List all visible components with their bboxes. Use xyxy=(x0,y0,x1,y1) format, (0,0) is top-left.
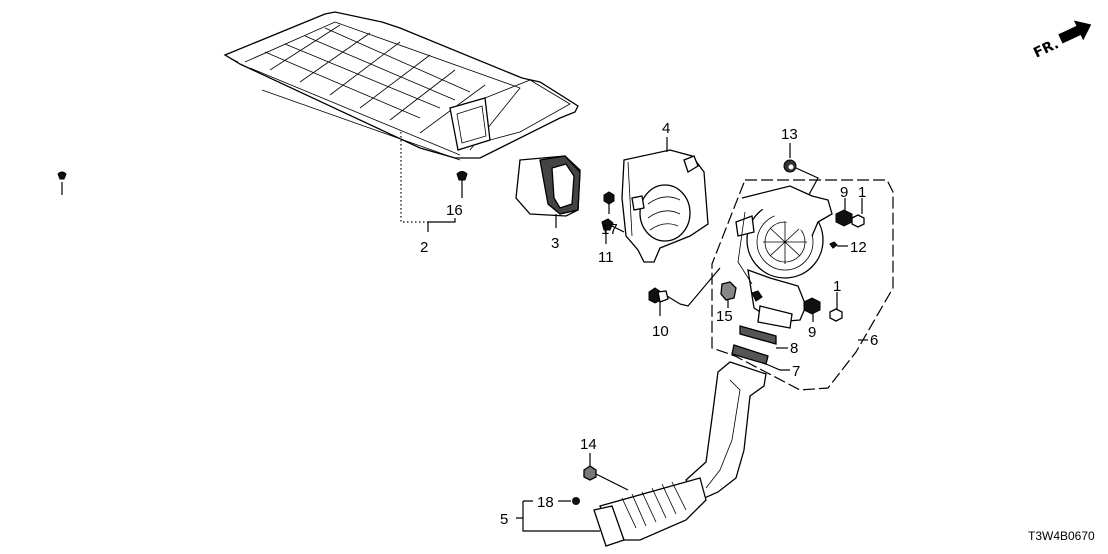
callout-2-bracket xyxy=(400,132,456,232)
part-3-filter[interactable] xyxy=(515,155,581,228)
label-part-17: 17 xyxy=(601,221,618,238)
label-part-4: 4 xyxy=(662,120,670,137)
part-5-duct[interactable] xyxy=(593,361,767,547)
part-11-bolt[interactable] xyxy=(601,218,625,244)
label-part-18: 18 xyxy=(537,494,554,511)
part-10-bolt[interactable] xyxy=(648,267,721,316)
label-part-14: 14 xyxy=(580,436,597,453)
part-14-screw[interactable] xyxy=(583,453,629,491)
label-part-11: 11 xyxy=(598,249,614,266)
part-6-blower-assembly[interactable] xyxy=(735,185,833,329)
part-4-housing-cover[interactable] xyxy=(621,137,709,263)
part-1-screw-upper[interactable] xyxy=(851,198,865,228)
front-arrow-icon xyxy=(1058,20,1092,44)
label-part-15: 15 xyxy=(716,308,733,325)
label-part-5: 5 xyxy=(500,511,508,528)
label-part-13: 13 xyxy=(781,126,798,143)
part-17-nut[interactable] xyxy=(603,191,615,214)
part-16-clip-actual[interactable] xyxy=(456,171,468,199)
part-9-cushion-lower[interactable] xyxy=(803,297,821,322)
label-part-9-lower: 9 xyxy=(808,324,816,341)
callout-labels: 2 16 3 17 11 4 10 13 9 1 12 1 9 15 8 7 6… xyxy=(420,120,878,528)
label-part-9-upper: 9 xyxy=(840,184,848,201)
part-7-seal[interactable] xyxy=(731,344,790,371)
front-direction-indicator: FR. xyxy=(1031,20,1092,62)
part-9-cushion-upper[interactable] xyxy=(835,198,853,227)
front-label: FR. xyxy=(1031,36,1061,61)
part-2-tray[interactable] xyxy=(223,11,579,161)
label-part-2: 2 xyxy=(420,239,428,256)
label-part-1-lower: 1 xyxy=(833,278,841,295)
label-part-1-upper: 1 xyxy=(858,184,866,201)
part-13-grommet[interactable] xyxy=(783,143,819,203)
label-part-8: 8 xyxy=(790,340,798,357)
label-part-16: 16 xyxy=(446,202,463,219)
callout-6-bracket xyxy=(711,179,894,391)
label-part-7: 7 xyxy=(792,363,800,380)
label-part-3: 3 xyxy=(551,235,559,252)
part-1-screw-lower[interactable] xyxy=(829,292,843,322)
label-part-10: 10 xyxy=(652,323,669,340)
part-15-bushing[interactable] xyxy=(720,281,737,308)
diagram-code: T3W4B0670 xyxy=(1028,529,1095,543)
callout-5-bracket xyxy=(516,500,600,532)
part-8-seal[interactable] xyxy=(739,325,788,349)
part-18-clip[interactable] xyxy=(558,497,580,505)
part-12-screw[interactable] xyxy=(829,241,848,249)
label-part-6: 6 xyxy=(870,332,878,349)
part-16-clip[interactable] xyxy=(57,171,67,195)
label-part-12: 12 xyxy=(850,239,867,256)
